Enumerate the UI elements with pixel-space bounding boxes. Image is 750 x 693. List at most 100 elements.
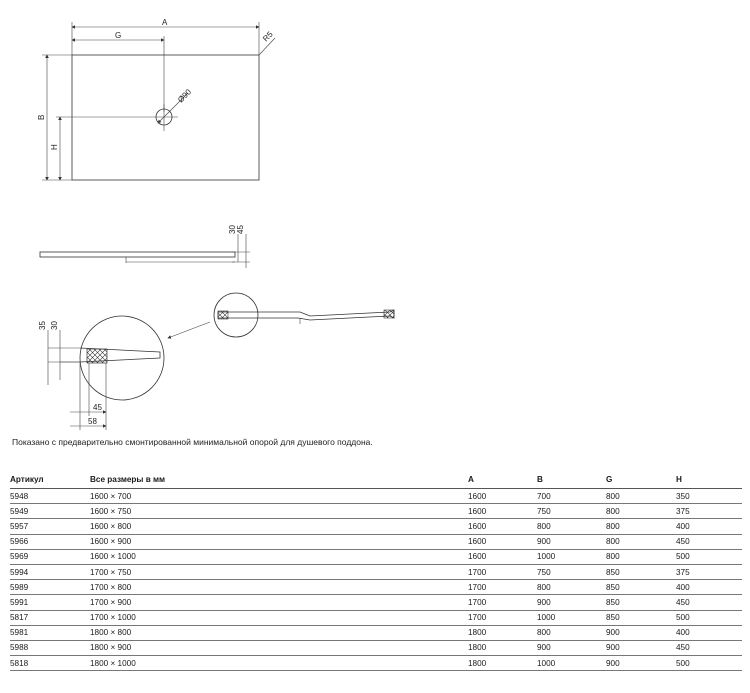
cell-article: 5957 xyxy=(10,518,90,535)
section-dim-30: 30 xyxy=(228,225,237,234)
cell-b: 900 xyxy=(537,594,606,611)
cell-g: 800 xyxy=(606,549,676,565)
technical-drawing: A G R5 Ø90 B H 30 45 xyxy=(37,18,395,430)
cell-h: 400 xyxy=(676,518,742,535)
cell-b: 900 xyxy=(537,534,606,550)
detail-view: 35 30 45 58 xyxy=(38,315,165,430)
drawing-note: Показано с предварительно смонтированной… xyxy=(12,437,373,447)
cell-article: 5991 xyxy=(10,594,90,611)
magnifier-large-circle xyxy=(79,315,165,401)
cell-size: 1800 × 800 xyxy=(90,625,468,641)
cell-h: 450 xyxy=(676,534,742,550)
cell-size: 1700 × 800 xyxy=(90,579,468,596)
cell-a: 1800 xyxy=(468,655,537,672)
cell-a: 1700 xyxy=(468,579,537,596)
cell-h: 400 xyxy=(676,579,742,596)
cell-size: 1600 × 700 xyxy=(90,488,468,505)
cell-a: 1700 xyxy=(468,564,537,581)
detail-dim-30: 30 xyxy=(50,321,59,330)
cell-article: 5948 xyxy=(10,488,90,505)
cell-h: 350 xyxy=(676,488,742,505)
cell-a: 1800 xyxy=(468,625,537,641)
cell-b: 1000 xyxy=(537,610,606,626)
cell-g: 800 xyxy=(606,518,676,535)
dim-a-label: A xyxy=(162,18,168,27)
cell-size: 1800 × 1000 xyxy=(90,655,468,672)
cell-g: 900 xyxy=(606,655,676,672)
dim-h-label: H xyxy=(50,144,59,150)
col-header-h: H xyxy=(676,472,742,489)
cell-g: 900 xyxy=(606,640,676,657)
cell-h: 450 xyxy=(676,640,742,657)
cell-h: 450 xyxy=(676,594,742,611)
cell-h: 500 xyxy=(676,655,742,672)
cell-b: 900 xyxy=(537,640,606,657)
cell-g: 800 xyxy=(606,534,676,550)
cell-a: 1700 xyxy=(468,610,537,626)
dim-g-label: G xyxy=(115,31,121,40)
table-header-row: Артикул Все размеры в мм A B G H xyxy=(10,472,742,489)
cell-a: 1600 xyxy=(468,549,537,565)
cell-g: 900 xyxy=(606,625,676,641)
cell-size: 1700 × 900 xyxy=(90,594,468,611)
cell-g: 850 xyxy=(606,579,676,596)
section-dim-45: 45 xyxy=(236,225,245,234)
detail-dim-45: 45 xyxy=(93,403,102,412)
col-header-b: B xyxy=(537,472,606,489)
cell-h: 500 xyxy=(676,549,742,565)
cell-b: 800 xyxy=(537,518,606,535)
support-foot-hatch xyxy=(86,348,108,364)
cell-b: 1000 xyxy=(537,549,606,565)
cell-a: 1600 xyxy=(468,534,537,550)
cell-article: 5966 xyxy=(10,534,90,550)
cell-h: 400 xyxy=(676,625,742,641)
dim-d90-label: Ø90 xyxy=(176,87,193,104)
tray-3d-view xyxy=(167,292,395,339)
col-header-g: G xyxy=(606,472,676,489)
tray-outline xyxy=(71,54,260,181)
cell-b: 700 xyxy=(537,488,606,505)
detail-dim-35: 35 xyxy=(38,321,47,330)
side-section: 30 45 xyxy=(39,225,250,268)
cell-h: 500 xyxy=(676,610,742,626)
cell-article: 5969 xyxy=(10,549,90,565)
cell-article: 5818 xyxy=(10,655,90,672)
cell-b: 800 xyxy=(537,625,606,641)
cell-a: 1800 xyxy=(468,640,537,657)
cell-g: 800 xyxy=(606,503,676,520)
cell-article: 5981 xyxy=(10,625,90,641)
dim-r5-label: R5 xyxy=(261,29,275,43)
cell-a: 1600 xyxy=(468,518,537,535)
cell-b: 750 xyxy=(537,503,606,520)
cell-size: 1800 × 900 xyxy=(90,640,468,657)
dim-b-label: B xyxy=(37,115,46,120)
cell-a: 1600 xyxy=(468,488,537,505)
cell-article: 5994 xyxy=(10,564,90,581)
col-header-article: Артикул xyxy=(10,472,90,489)
plan-view: A G R5 Ø90 B H xyxy=(37,18,276,181)
cell-size: 1600 × 750 xyxy=(90,503,468,520)
magnifier-small-circle xyxy=(213,292,259,338)
cell-article: 5817 xyxy=(10,610,90,626)
detail-dim-58: 58 xyxy=(88,417,97,426)
cell-article: 5988 xyxy=(10,640,90,657)
cell-g: 850 xyxy=(606,594,676,611)
cell-size: 1600 × 800 xyxy=(90,518,468,535)
col-header-a: A xyxy=(468,472,537,489)
cell-size: 1700 × 1000 xyxy=(90,610,468,626)
tray-side-profile xyxy=(39,251,236,258)
cell-size: 1600 × 900 xyxy=(90,534,468,550)
cell-a: 1700 xyxy=(468,594,537,611)
cell-b: 1000 xyxy=(537,655,606,672)
